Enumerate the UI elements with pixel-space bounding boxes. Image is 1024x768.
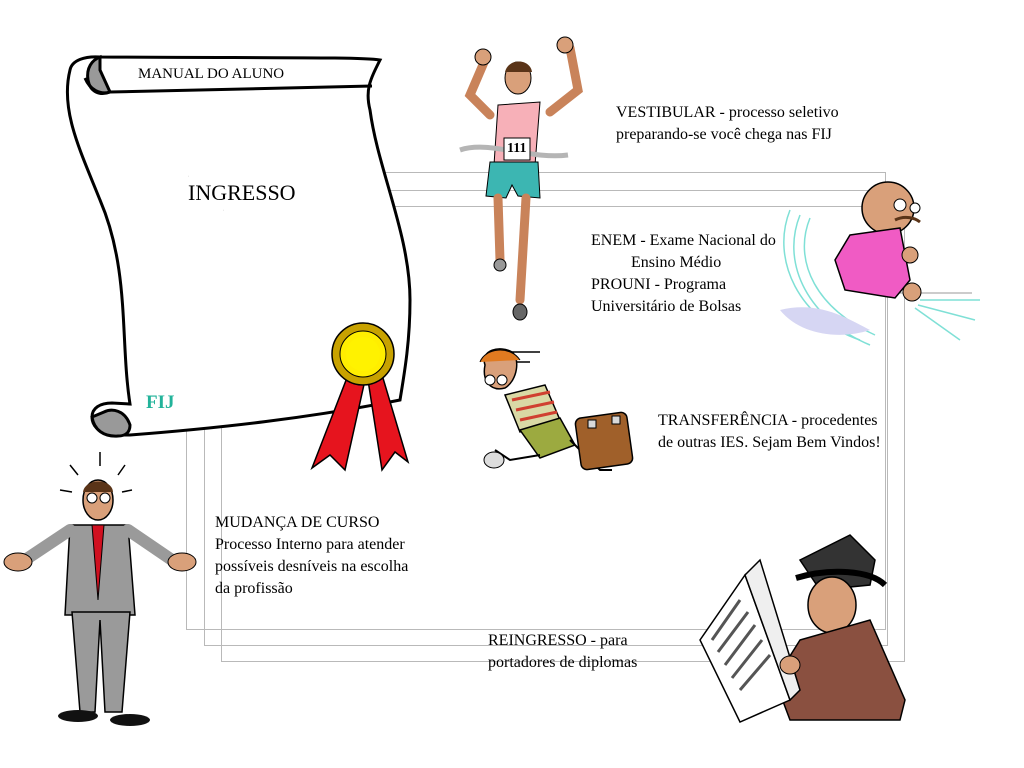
scroll-title: MANUAL DO ALUNO xyxy=(138,66,285,82)
frame-mark-1: ▫ xyxy=(188,174,190,178)
ingresso-heading: INGRESSO xyxy=(188,180,296,205)
transferencia-text: TRANSFERÊNCIA - procedentes de outras IE… xyxy=(658,412,881,451)
runner-bib-number: 111 xyxy=(507,141,527,156)
frame-mark-2: ▫ xyxy=(223,208,225,212)
vestibular-text: VESTIBULAR - processo seletivo preparand… xyxy=(616,104,839,143)
fij-label: FIJ xyxy=(146,392,175,413)
reingresso-text: REINGRESSO - para portadores de diplomas xyxy=(488,632,638,671)
enem-prouni-text: ENEM - Exame Nacional do Ensino Médio PR… xyxy=(591,232,776,315)
mudanca-text: MUDANÇA DE CURSO Processo Interno para a… xyxy=(215,514,409,597)
inner-frame xyxy=(221,206,905,662)
